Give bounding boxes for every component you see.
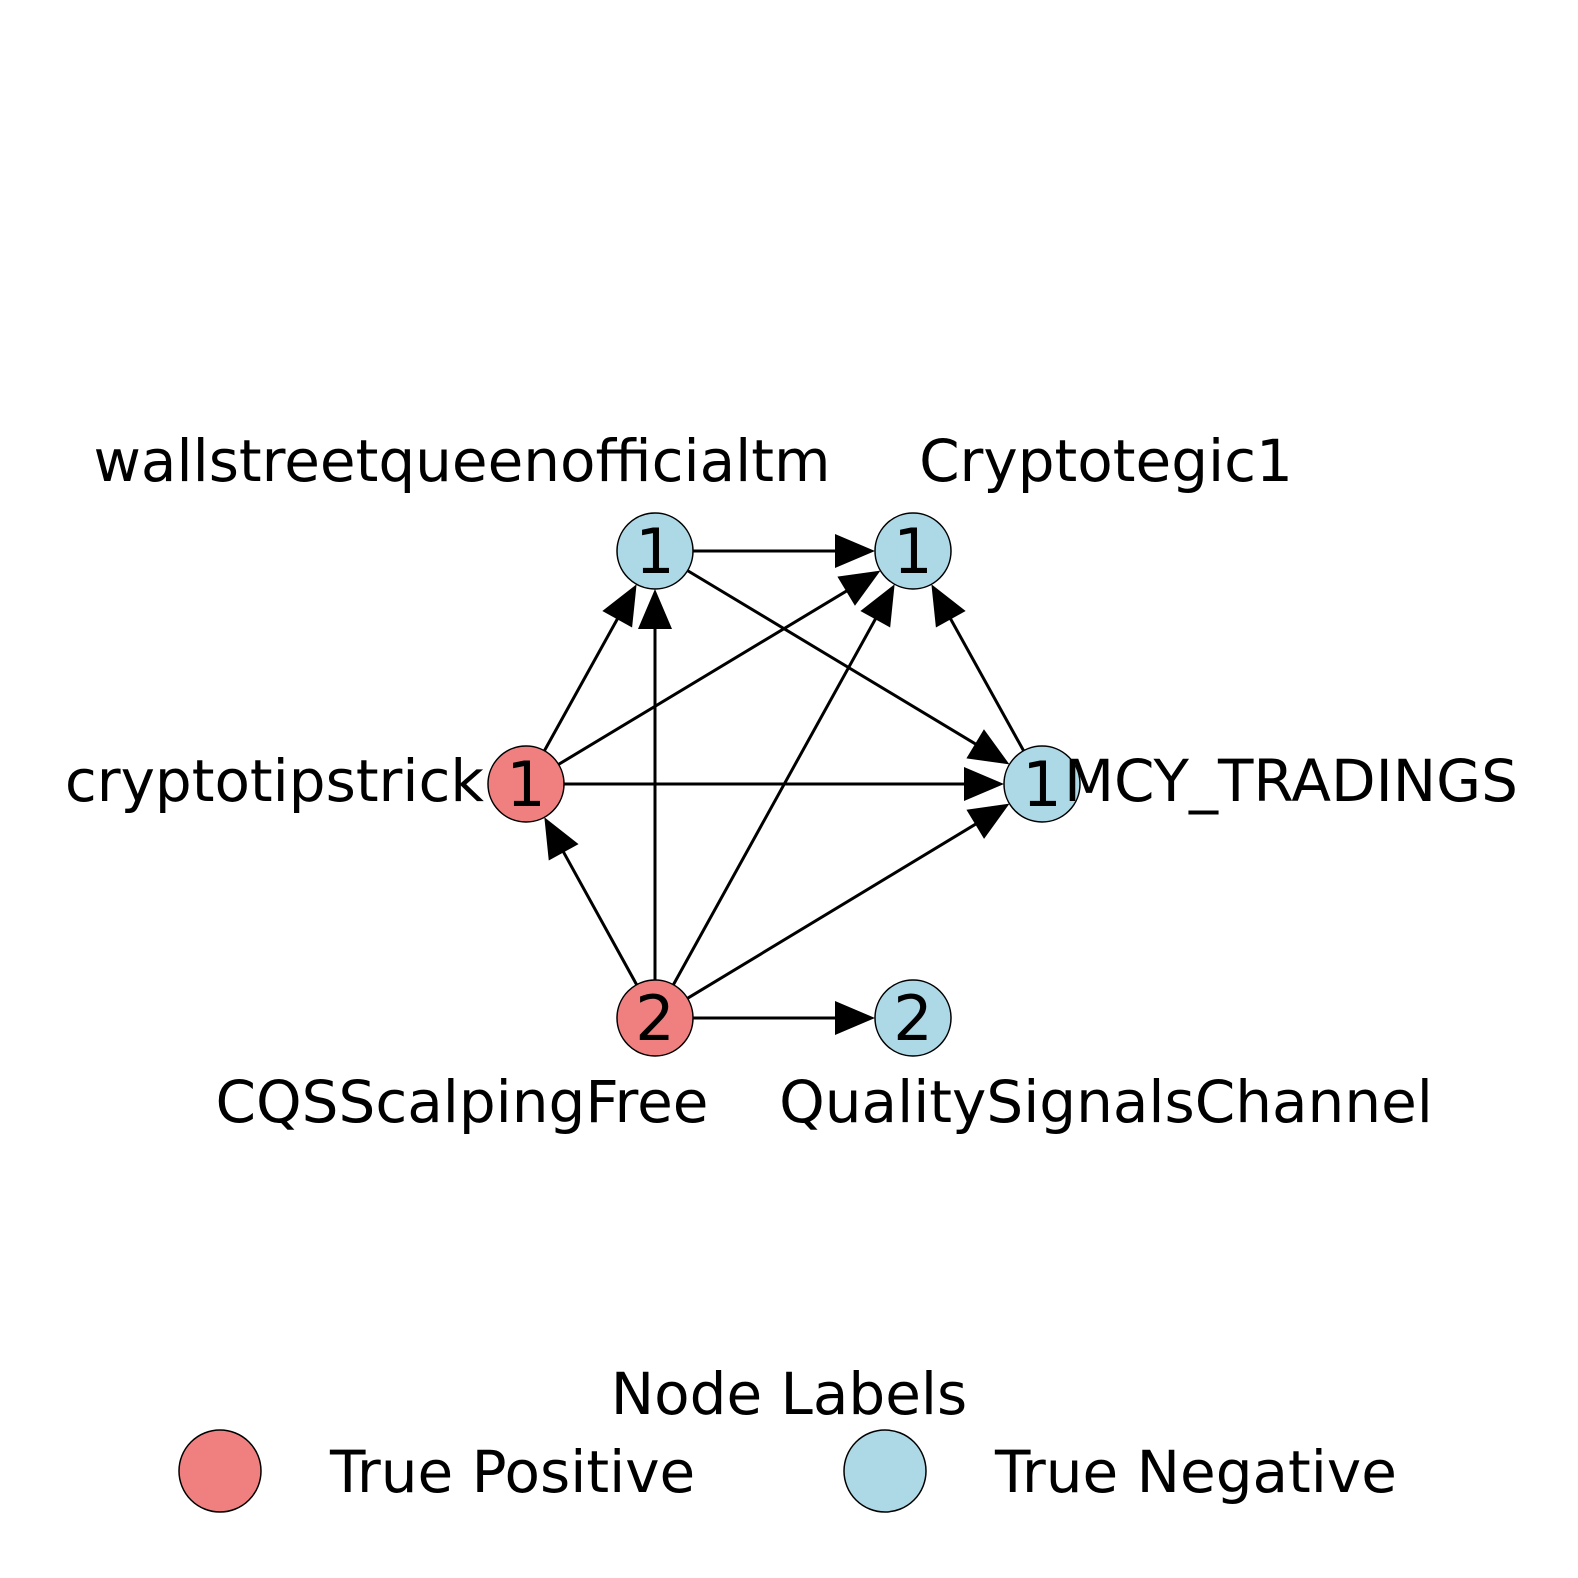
edge-line [543, 616, 620, 752]
edge-MCY_TRADINGS-to-Cryptotegic1 [931, 584, 1025, 752]
nodes-layer: 1 1 1 1 2 2 [487, 512, 1081, 1057]
node-value: 1 [635, 515, 674, 588]
edge-line [557, 588, 849, 766]
arrowhead [837, 570, 881, 606]
legend: Node Labels True Positive True Negative [178, 1360, 1397, 1513]
node-MCY_TRADINGS: 1 [1003, 745, 1081, 823]
edge-wallstreetqueenofficialtm-to-MCY_TRADINGS [686, 569, 1010, 765]
arrowhead [860, 584, 895, 628]
node-label-cryptotipstrick: cryptotipstrick [65, 747, 485, 815]
arrowhead [835, 534, 875, 568]
arrowhead [835, 1001, 875, 1035]
edge-CQSScalpingFree-to-MCY_TRADINGS [686, 803, 1010, 1000]
edge-CQSScalpingFree-to-wallstreetqueenofficialtm [638, 589, 672, 980]
node-value: 2 [893, 982, 932, 1055]
edge-line [686, 569, 978, 747]
node-label-CQSScalpingFree: CQSScalpingFree [216, 1068, 709, 1136]
edge-CQSScalpingFree-to-QualitySignalsChannel [693, 1001, 875, 1035]
node-value: 1 [506, 748, 545, 821]
node-circle [487, 745, 565, 823]
node-label-Cryptotegic1: Cryptotegic1 [919, 427, 1293, 495]
node-circle [616, 979, 694, 1057]
edge-wallstreetqueenofficialtm-to-Cryptotegic1 [693, 534, 875, 568]
edge-cryptotipstrick-to-Cryptotegic1 [557, 570, 881, 766]
arrowhead [544, 817, 579, 861]
node-circle [1003, 745, 1081, 823]
node-CQSScalpingFree: 2 [616, 979, 694, 1057]
edge-cryptotipstrick-to-wallstreetqueenofficialtm [543, 584, 637, 752]
edge-CQSScalpingFree-to-cryptotipstrick [544, 817, 638, 986]
arrowhead [931, 584, 966, 628]
arrowhead [638, 589, 672, 629]
arrowhead [964, 767, 1004, 801]
legend-title: Node Labels [611, 1360, 968, 1428]
node-circle [874, 512, 952, 590]
edge-CQSScalpingFree-to-Cryptotegic1 [672, 584, 895, 986]
node-cryptotipstrick: 1 [487, 745, 565, 823]
edge-line [686, 822, 978, 1000]
node-label-QualitySignalsChannel: QualitySignalsChannel [779, 1068, 1433, 1136]
edge-line [672, 616, 878, 986]
node-value: 1 [1022, 748, 1061, 821]
edge-cryptotipstrick-to-MCY_TRADINGS [564, 767, 1004, 801]
legend-label-true-negative: True Negative [994, 1438, 1397, 1506]
arrowhead [602, 584, 637, 628]
edge-line [561, 849, 638, 986]
node-label-wallstreetqueenofficialtm: wallstreetqueenofficialtm [93, 427, 830, 495]
node-circle [874, 979, 952, 1057]
arrowhead [966, 729, 1010, 765]
node-QualitySignalsChannel: 2 [874, 979, 952, 1057]
edges-layer [543, 534, 1025, 1035]
legend-swatch-true-negative [843, 1429, 927, 1513]
node-wallstreetqueenofficialtm: 1 [616, 512, 694, 590]
node-labels-layer: wallstreetqueenofficialtm Cryptotegic1 cry… [65, 427, 1518, 1136]
arrowhead [966, 803, 1010, 839]
node-circle [616, 512, 694, 590]
legend-label-true-positive: True Positive [329, 1438, 695, 1506]
edge-line [948, 616, 1025, 752]
node-value: 1 [893, 515, 932, 588]
node-Cryptotegic1: 1 [874, 512, 952, 590]
node-label-MCY_TRADINGS: MCY_TRADINGS [1064, 747, 1518, 815]
node-value: 2 [635, 982, 674, 1055]
legend-swatch-true-positive [178, 1429, 262, 1513]
